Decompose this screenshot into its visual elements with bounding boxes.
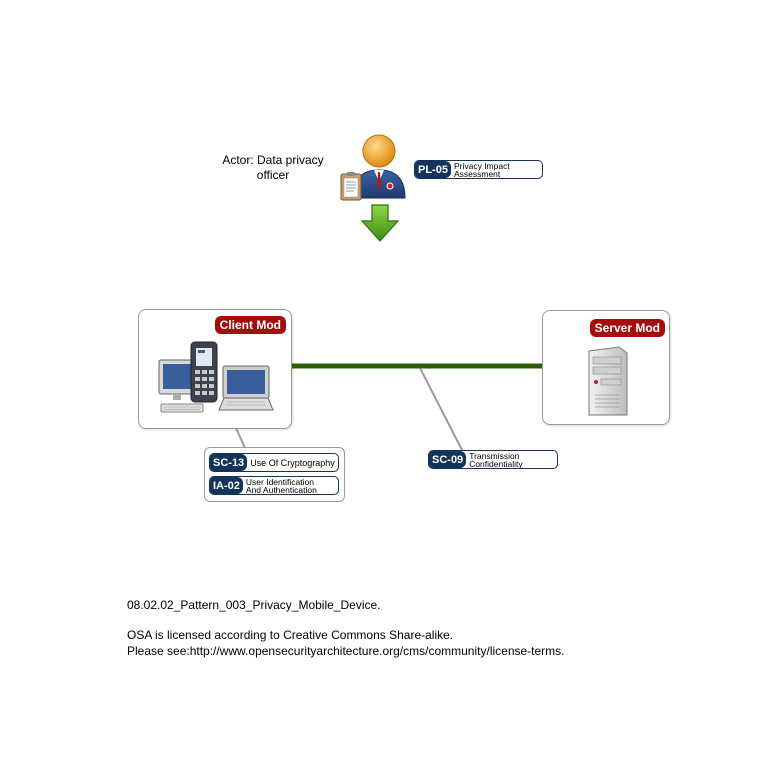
link-to-sc09-connector (419, 367, 464, 453)
server-module-box: Server Mod (542, 310, 670, 425)
control-code: SC-09 (429, 451, 467, 468)
control-desc-line1: Transmission (469, 450, 520, 461)
down-arrow-icon (360, 204, 400, 242)
client-module-box: Client Mod (138, 309, 292, 429)
control-description: Transmission Confidentiality (466, 450, 523, 469)
control-desc-line2: And Authentication (245, 484, 317, 495)
control-sc-09: SC-09 Transmission Confidentiality (428, 450, 558, 469)
actor-label-line2: officer (256, 168, 290, 182)
client-module-label: Client Mod (214, 316, 286, 334)
control-description: Use Of Cryptography (250, 457, 335, 468)
control-ia-02: IA-02 User Identification And Authentica… (209, 476, 339, 495)
control-description: User Identification And Authentication (243, 476, 317, 495)
control-desc-line2: Assessment (453, 168, 501, 179)
pattern-name: 08.02.02_Pattern_003_Privacy_Mobile_Devi… (127, 598, 381, 612)
actor-label-line1: Actor: Data privacy (222, 153, 324, 167)
client-devices-icon (158, 341, 274, 413)
control-desc-line1: Privacy Impact (453, 160, 510, 171)
control-code: IA-02 (210, 477, 243, 494)
control-sc-13: SC-13 Use Of Cryptography (209, 453, 339, 472)
client-to-controls-connector (235, 427, 246, 449)
license-link-text: Please see:http://www.opensecurityarchit… (127, 644, 565, 658)
server-icon (588, 346, 628, 416)
control-code: PL-05 (415, 161, 451, 178)
control-description: Privacy Impact Assessment (451, 160, 510, 179)
server-module-label: Server Mod (589, 319, 665, 337)
control-desc-line2: Confidentiality (469, 458, 523, 469)
privacy-officer-icon (340, 134, 406, 201)
control-pl-05: PL-05 Privacy Impact Assessment (414, 160, 543, 179)
actor-label: Actor: Data privacy officer (214, 153, 332, 183)
control-desc-line1: User Identification (245, 476, 314, 487)
license-text: OSA is licensed according to Creative Co… (127, 628, 454, 642)
control-code: SC-13 (210, 454, 248, 471)
